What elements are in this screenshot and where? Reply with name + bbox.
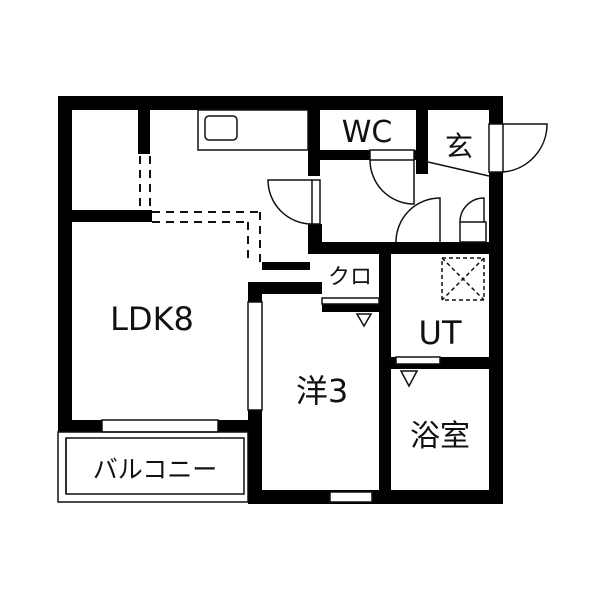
label-bath: 浴室 (410, 419, 470, 454)
ut-door-arc (395, 197, 441, 243)
label-wc: WC (342, 115, 393, 150)
corridor-bottom-wall (308, 242, 489, 254)
storage-box (459, 221, 487, 243)
label-utility: UT (419, 314, 462, 352)
sink-icon (204, 115, 238, 141)
doors (267, 123, 548, 243)
wc-bottom-wall (308, 150, 416, 160)
ldk-partition (262, 262, 310, 270)
kitchen (197, 109, 309, 151)
bath-door-line (395, 356, 441, 365)
closet-door-line (321, 297, 380, 305)
balcony (57, 431, 249, 503)
western-left-wall-top (248, 282, 262, 302)
western-left-wall-bottom (248, 410, 262, 504)
ldk-door-arc (267, 179, 313, 225)
closet-right-wall (379, 254, 391, 298)
wc-sliding-door (369, 149, 415, 161)
ldk-door-frame (311, 179, 321, 225)
ldk-bottom-wall-right (218, 420, 262, 432)
wc-door-arc (369, 159, 415, 205)
kitchen-counter (197, 109, 309, 151)
storage-door-arc (459, 197, 485, 223)
entrance-door-frame (488, 123, 504, 173)
closet-door-marker (355, 313, 373, 328)
ldk-bottom-wall-left (58, 420, 102, 432)
western-side-window (247, 301, 263, 411)
balcony-outer (57, 431, 249, 503)
ldk-south-window (101, 419, 219, 433)
wall-top-left (58, 96, 503, 110)
windows (101, 149, 415, 503)
wc-right-wall (416, 110, 428, 174)
wall-left (58, 96, 72, 432)
washer-spot (441, 257, 485, 301)
ldk-upper-wall (72, 210, 152, 222)
label-entrance: 玄 (445, 130, 473, 163)
bath-door-marker (399, 370, 419, 388)
ldk-pillar (138, 110, 150, 154)
western-right-wall (379, 312, 391, 504)
label-balcony: バルコニー (93, 455, 218, 484)
label-western: 洋3 (296, 372, 348, 410)
dashed-lines (139, 156, 261, 262)
washer-x2 (441, 257, 485, 301)
western-bottom-window (329, 491, 373, 503)
wc-left-wall (308, 110, 320, 176)
entrance-step (427, 161, 490, 177)
wall-right (489, 110, 503, 124)
label-closet: クロ (328, 265, 372, 290)
wall-bottom (248, 490, 503, 504)
room-labels: LDK8 洋3 WC 玄 クロ UT 浴室 バルコニー (93, 115, 473, 484)
wall-right-lower (489, 172, 503, 502)
washer-box (441, 257, 485, 301)
entrance-door-arc (502, 123, 548, 173)
label-ldk: LDK8 (110, 300, 194, 338)
door-markers (355, 313, 419, 388)
exterior-walls (58, 96, 503, 504)
western-top-wall (248, 282, 322, 294)
